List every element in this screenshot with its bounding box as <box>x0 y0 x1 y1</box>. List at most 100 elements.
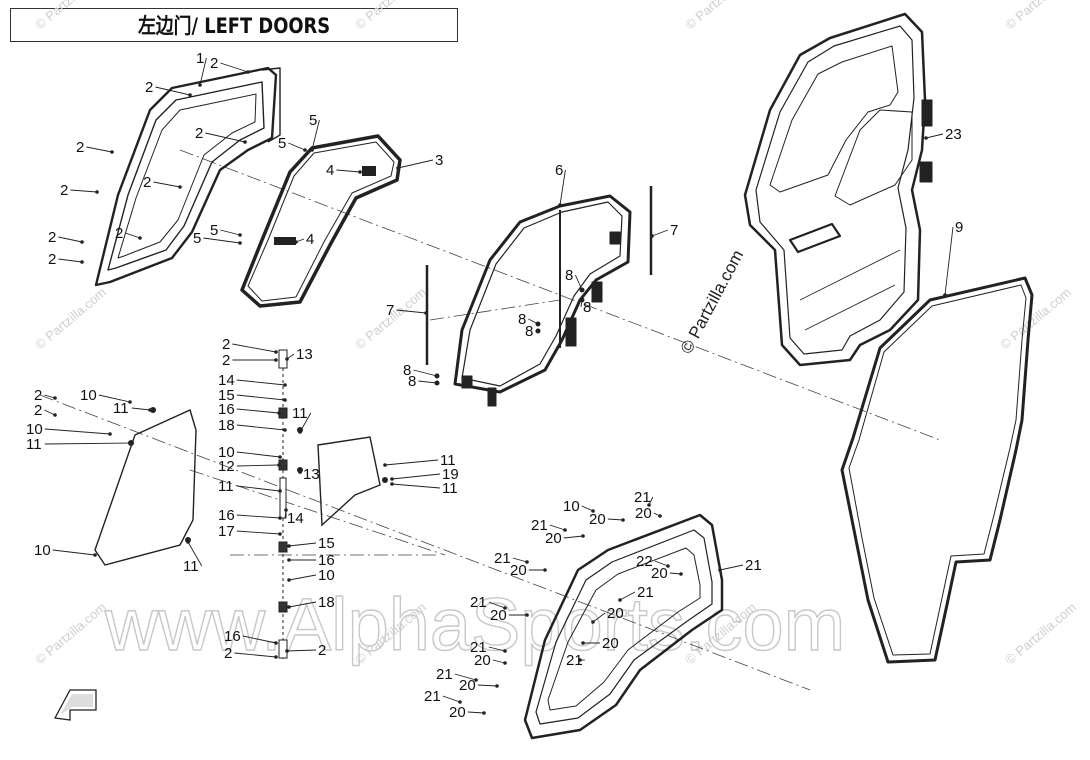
callout-label: 18 <box>218 417 235 434</box>
callout-label: 21 <box>494 550 511 567</box>
callout-label: 2 <box>210 55 218 72</box>
leader-line <box>669 572 682 575</box>
leader-dot <box>924 136 928 140</box>
leader-dot <box>543 568 547 572</box>
leader-dot <box>503 606 507 610</box>
leader-dot <box>563 528 567 532</box>
callout-label: 11 <box>113 400 129 417</box>
callout-label: 10 <box>26 421 43 438</box>
leader-line <box>203 237 241 244</box>
leader-dot <box>274 350 278 354</box>
outer-door <box>743 12 933 367</box>
assembly-centerlines <box>39 149 941 691</box>
leader-line <box>944 226 954 296</box>
leader-dot <box>558 203 562 207</box>
leader-dot <box>278 532 282 536</box>
leader-dot <box>536 322 540 326</box>
leader-line <box>654 560 669 567</box>
leader-line <box>288 542 317 547</box>
watermark-small: © Partzilla.com <box>997 284 1074 352</box>
leader-dot <box>274 358 278 362</box>
callout-label: 10 <box>80 387 97 404</box>
leader-line <box>454 673 477 681</box>
door-frame-inner <box>94 66 281 287</box>
leader-dot <box>580 298 584 302</box>
callout-label: 2 <box>195 125 203 142</box>
leader-dot <box>495 684 499 688</box>
leader-line <box>155 86 191 96</box>
callout-label: 5 <box>193 230 201 247</box>
leader-dot <box>458 700 462 704</box>
leader-dot <box>679 572 683 576</box>
leader-line <box>288 574 317 581</box>
callout-label: 19 <box>442 466 459 483</box>
leader-line <box>236 514 281 519</box>
callout-label: 16 <box>218 507 235 524</box>
leader-dot <box>383 463 387 467</box>
leader-line <box>236 424 286 431</box>
leader-dot <box>287 558 291 562</box>
leader-dot <box>298 430 302 434</box>
callout-label: 10 <box>218 444 235 461</box>
leader-dot <box>284 508 288 512</box>
leader-dot <box>277 463 281 467</box>
leader-line <box>288 142 306 151</box>
leader-line <box>391 473 441 480</box>
title-text: 左边门/ LEFT DOORS <box>137 14 331 38</box>
leader-line <box>125 232 141 239</box>
callout-label: 4 <box>326 162 334 179</box>
callout-label: 23 <box>945 126 962 143</box>
callout-label: 7 <box>386 302 394 319</box>
callout-label: 13 <box>296 346 313 363</box>
leader-dot <box>285 357 289 361</box>
leader-dot <box>591 509 595 513</box>
leader-line <box>44 409 56 416</box>
leader-dot <box>108 432 112 436</box>
leader-line <box>220 229 241 236</box>
large-seal <box>840 276 1034 664</box>
leader-dot <box>128 400 132 404</box>
watermark-small: © Partzilla.com <box>682 0 759 32</box>
leader-dot <box>80 240 84 244</box>
leader-line <box>236 394 286 401</box>
callout-label: 5 <box>309 112 317 129</box>
callout-label: 7 <box>670 222 678 239</box>
leader-dot <box>198 83 202 87</box>
callout-label: 2 <box>34 402 42 419</box>
watermark-small: © Partzilla.com <box>1002 0 1079 32</box>
leader-line <box>311 119 320 151</box>
leader-line <box>418 380 438 384</box>
leader-dot <box>424 311 428 315</box>
callout-label: 21 <box>424 688 441 705</box>
callout-label: 2 <box>318 642 326 659</box>
leader-line <box>131 407 151 411</box>
leader-dot <box>580 288 584 292</box>
leader-line <box>397 159 434 169</box>
callout-label: 20 <box>651 565 668 582</box>
leader-line <box>187 541 203 567</box>
leader-dot <box>618 598 622 602</box>
leader-line <box>236 451 281 458</box>
fwd-arrow-icon <box>53 689 97 721</box>
leader-dot <box>390 482 394 486</box>
leader-line <box>220 62 249 73</box>
leader-dot <box>188 93 192 97</box>
watermark-rotated: © Partzilla.com <box>677 247 748 357</box>
leader-line <box>391 483 441 489</box>
callout-label: 10 <box>318 567 335 584</box>
leader-line <box>44 428 111 435</box>
leader-line <box>236 379 286 386</box>
window-panel-right <box>317 436 381 527</box>
leader-dot <box>718 568 722 572</box>
leader-dot <box>525 560 529 564</box>
callout-label: 21 <box>436 666 453 683</box>
leader-line <box>232 343 277 353</box>
leader-dot <box>503 661 507 665</box>
callout-label: 16 <box>218 401 235 418</box>
callout-label: 8 <box>583 299 591 316</box>
callout-label: 3 <box>435 152 443 169</box>
leader-line <box>592 612 606 623</box>
callout-label: 21 <box>566 652 583 669</box>
callout-label: 21 <box>637 584 654 601</box>
fastener-dots <box>128 287 585 543</box>
